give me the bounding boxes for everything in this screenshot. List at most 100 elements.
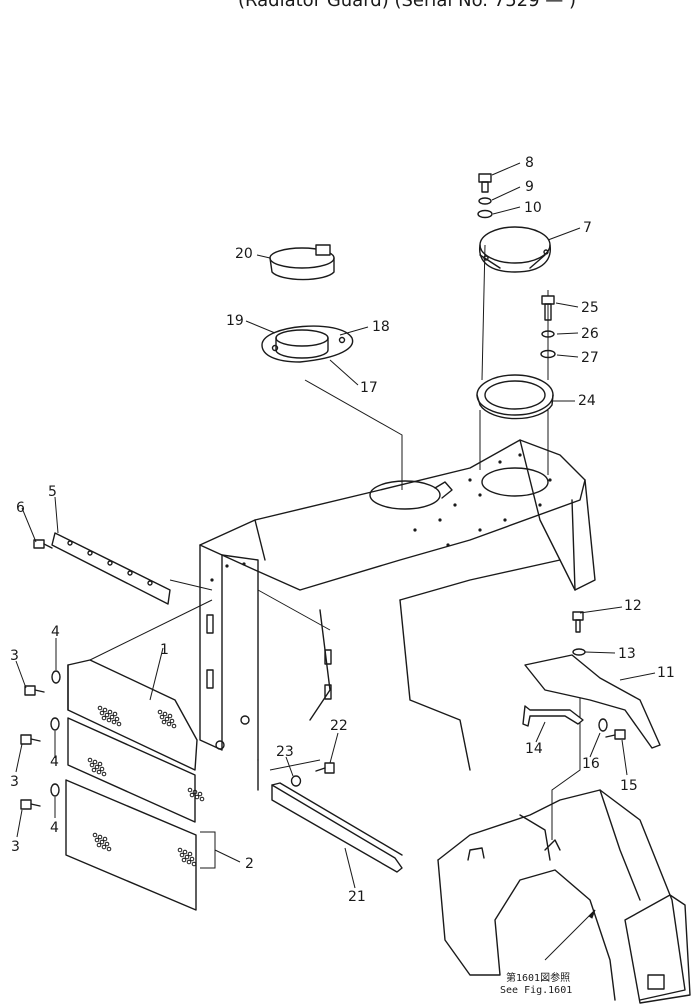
- part-25-bolt: [541, 295, 555, 321]
- part-7-cap: [479, 226, 551, 273]
- callout-22: 22: [330, 718, 348, 734]
- perforation-hole: [104, 841, 110, 847]
- part-2-lower-panel: [65, 779, 197, 911]
- perforation-hole: [106, 846, 112, 852]
- perforation-hole: [96, 769, 102, 775]
- callout-21: 21: [348, 889, 366, 905]
- callout-3b: 3: [10, 774, 19, 790]
- perforation-hole: [101, 771, 107, 777]
- part-11-bracket: [524, 654, 661, 749]
- part-14-stay: [522, 705, 584, 727]
- perforation-hole: [182, 849, 188, 855]
- callout-23: 23: [276, 744, 294, 760]
- callout-8: 8: [525, 155, 534, 171]
- callout-3a: 3: [10, 648, 19, 664]
- part-1-upper-panel: [67, 659, 198, 771]
- perforation-hole: [99, 839, 105, 845]
- perforation-hole: [114, 716, 120, 722]
- part-15-bolt: [605, 729, 626, 740]
- callout-5: 5: [48, 484, 57, 500]
- perforation-hole: [92, 832, 98, 838]
- perforation-hole: [177, 847, 183, 853]
- perforation-hole: [89, 762, 95, 768]
- perforation-hole: [191, 861, 197, 867]
- callout-6: 6: [16, 500, 25, 516]
- part-3-bolts: [20, 685, 45, 810]
- perforation-hole: [97, 761, 103, 767]
- perforation-hole: [197, 791, 203, 797]
- perforation-hole: [187, 787, 193, 793]
- part-5-bracket-strip: [51, 532, 171, 605]
- perforation-hole: [186, 859, 192, 865]
- callout-10: 10: [524, 200, 542, 216]
- callout-2: 2: [245, 856, 254, 872]
- perforation-hole: [164, 716, 170, 722]
- perforation-hole: [109, 714, 115, 720]
- callout-4a: 4: [51, 624, 60, 640]
- callout-16: 16: [582, 756, 600, 772]
- part-21-bottom-rail: [271, 782, 403, 873]
- part-2-middle-panel: [67, 717, 196, 823]
- callout-4b: 4: [50, 754, 59, 770]
- callout-14: 14: [525, 741, 543, 757]
- perforation-hole: [106, 717, 112, 723]
- perforation-hole: [199, 796, 205, 802]
- perforation-hole: [97, 705, 103, 711]
- callout-27: 27: [581, 350, 599, 366]
- part-22-bolt: [315, 762, 335, 774]
- callout-13: 13: [618, 646, 636, 662]
- callout-3c: 3: [11, 839, 20, 855]
- perforation-hole: [87, 757, 93, 763]
- part-26-washer: [541, 330, 555, 338]
- part-10-washer: [477, 209, 493, 219]
- perforation-hole: [171, 723, 177, 729]
- reference-note-en: See Fig.1601: [500, 985, 572, 996]
- reference-note-jp: 第1601図参照: [506, 971, 570, 984]
- perforation-hole: [189, 856, 195, 862]
- perforation-hole: [107, 709, 113, 715]
- callout-25: 25: [581, 300, 599, 316]
- perforation-hole: [94, 837, 100, 843]
- callout-9: 9: [525, 179, 534, 195]
- perforation-hole: [159, 714, 165, 720]
- part-8-bolt: [478, 173, 492, 193]
- radiator-guard-body: [199, 439, 596, 791]
- perforation-hole: [91, 767, 97, 773]
- perforation-hole: [102, 836, 108, 842]
- callout-15: 15: [620, 778, 638, 794]
- assembly-guide-lines: [89, 244, 581, 840]
- perforation-hole: [169, 718, 175, 724]
- perforation-hole: [92, 759, 98, 765]
- diagram-title: (Radiator Guard) (Serial No. 7529 — ): [238, 0, 576, 11]
- perforation-hole: [116, 721, 122, 727]
- part-6-bolt: [33, 539, 53, 549]
- perforation-hole: [187, 851, 193, 857]
- panel-perforations: [87, 705, 205, 867]
- callout-11: 11: [657, 665, 675, 681]
- callout-19: 19: [226, 313, 244, 329]
- perforation-hole: [181, 857, 187, 863]
- perforation-hole: [184, 854, 190, 860]
- part-13-washer: [572, 648, 586, 656]
- callout-labels: 20 19 18 17 8 9 10 7 25 26 27 24 5 6 1 4…: [10, 155, 675, 905]
- callout-26: 26: [581, 326, 599, 342]
- perforation-hole: [161, 719, 167, 725]
- perforation-hole: [102, 707, 108, 713]
- part-27-washer: [540, 349, 556, 359]
- callout-4c: 4: [50, 820, 59, 836]
- perforation-hole: [112, 711, 118, 717]
- perforation-hole: [99, 766, 105, 772]
- part-23-washer: [290, 775, 302, 787]
- perforation-hole: [99, 710, 105, 716]
- perforation-hole: [194, 794, 200, 800]
- perforation-hole: [97, 834, 103, 840]
- perforation-hole: [94, 764, 100, 770]
- perforation-hole: [101, 844, 107, 850]
- part-12-bolt: [572, 611, 584, 633]
- perforation-hole: [101, 715, 107, 721]
- part-4-washers: [50, 670, 61, 797]
- perforation-hole: [104, 712, 110, 718]
- perforation-hole: [96, 842, 102, 848]
- perforation-hole: [192, 789, 198, 795]
